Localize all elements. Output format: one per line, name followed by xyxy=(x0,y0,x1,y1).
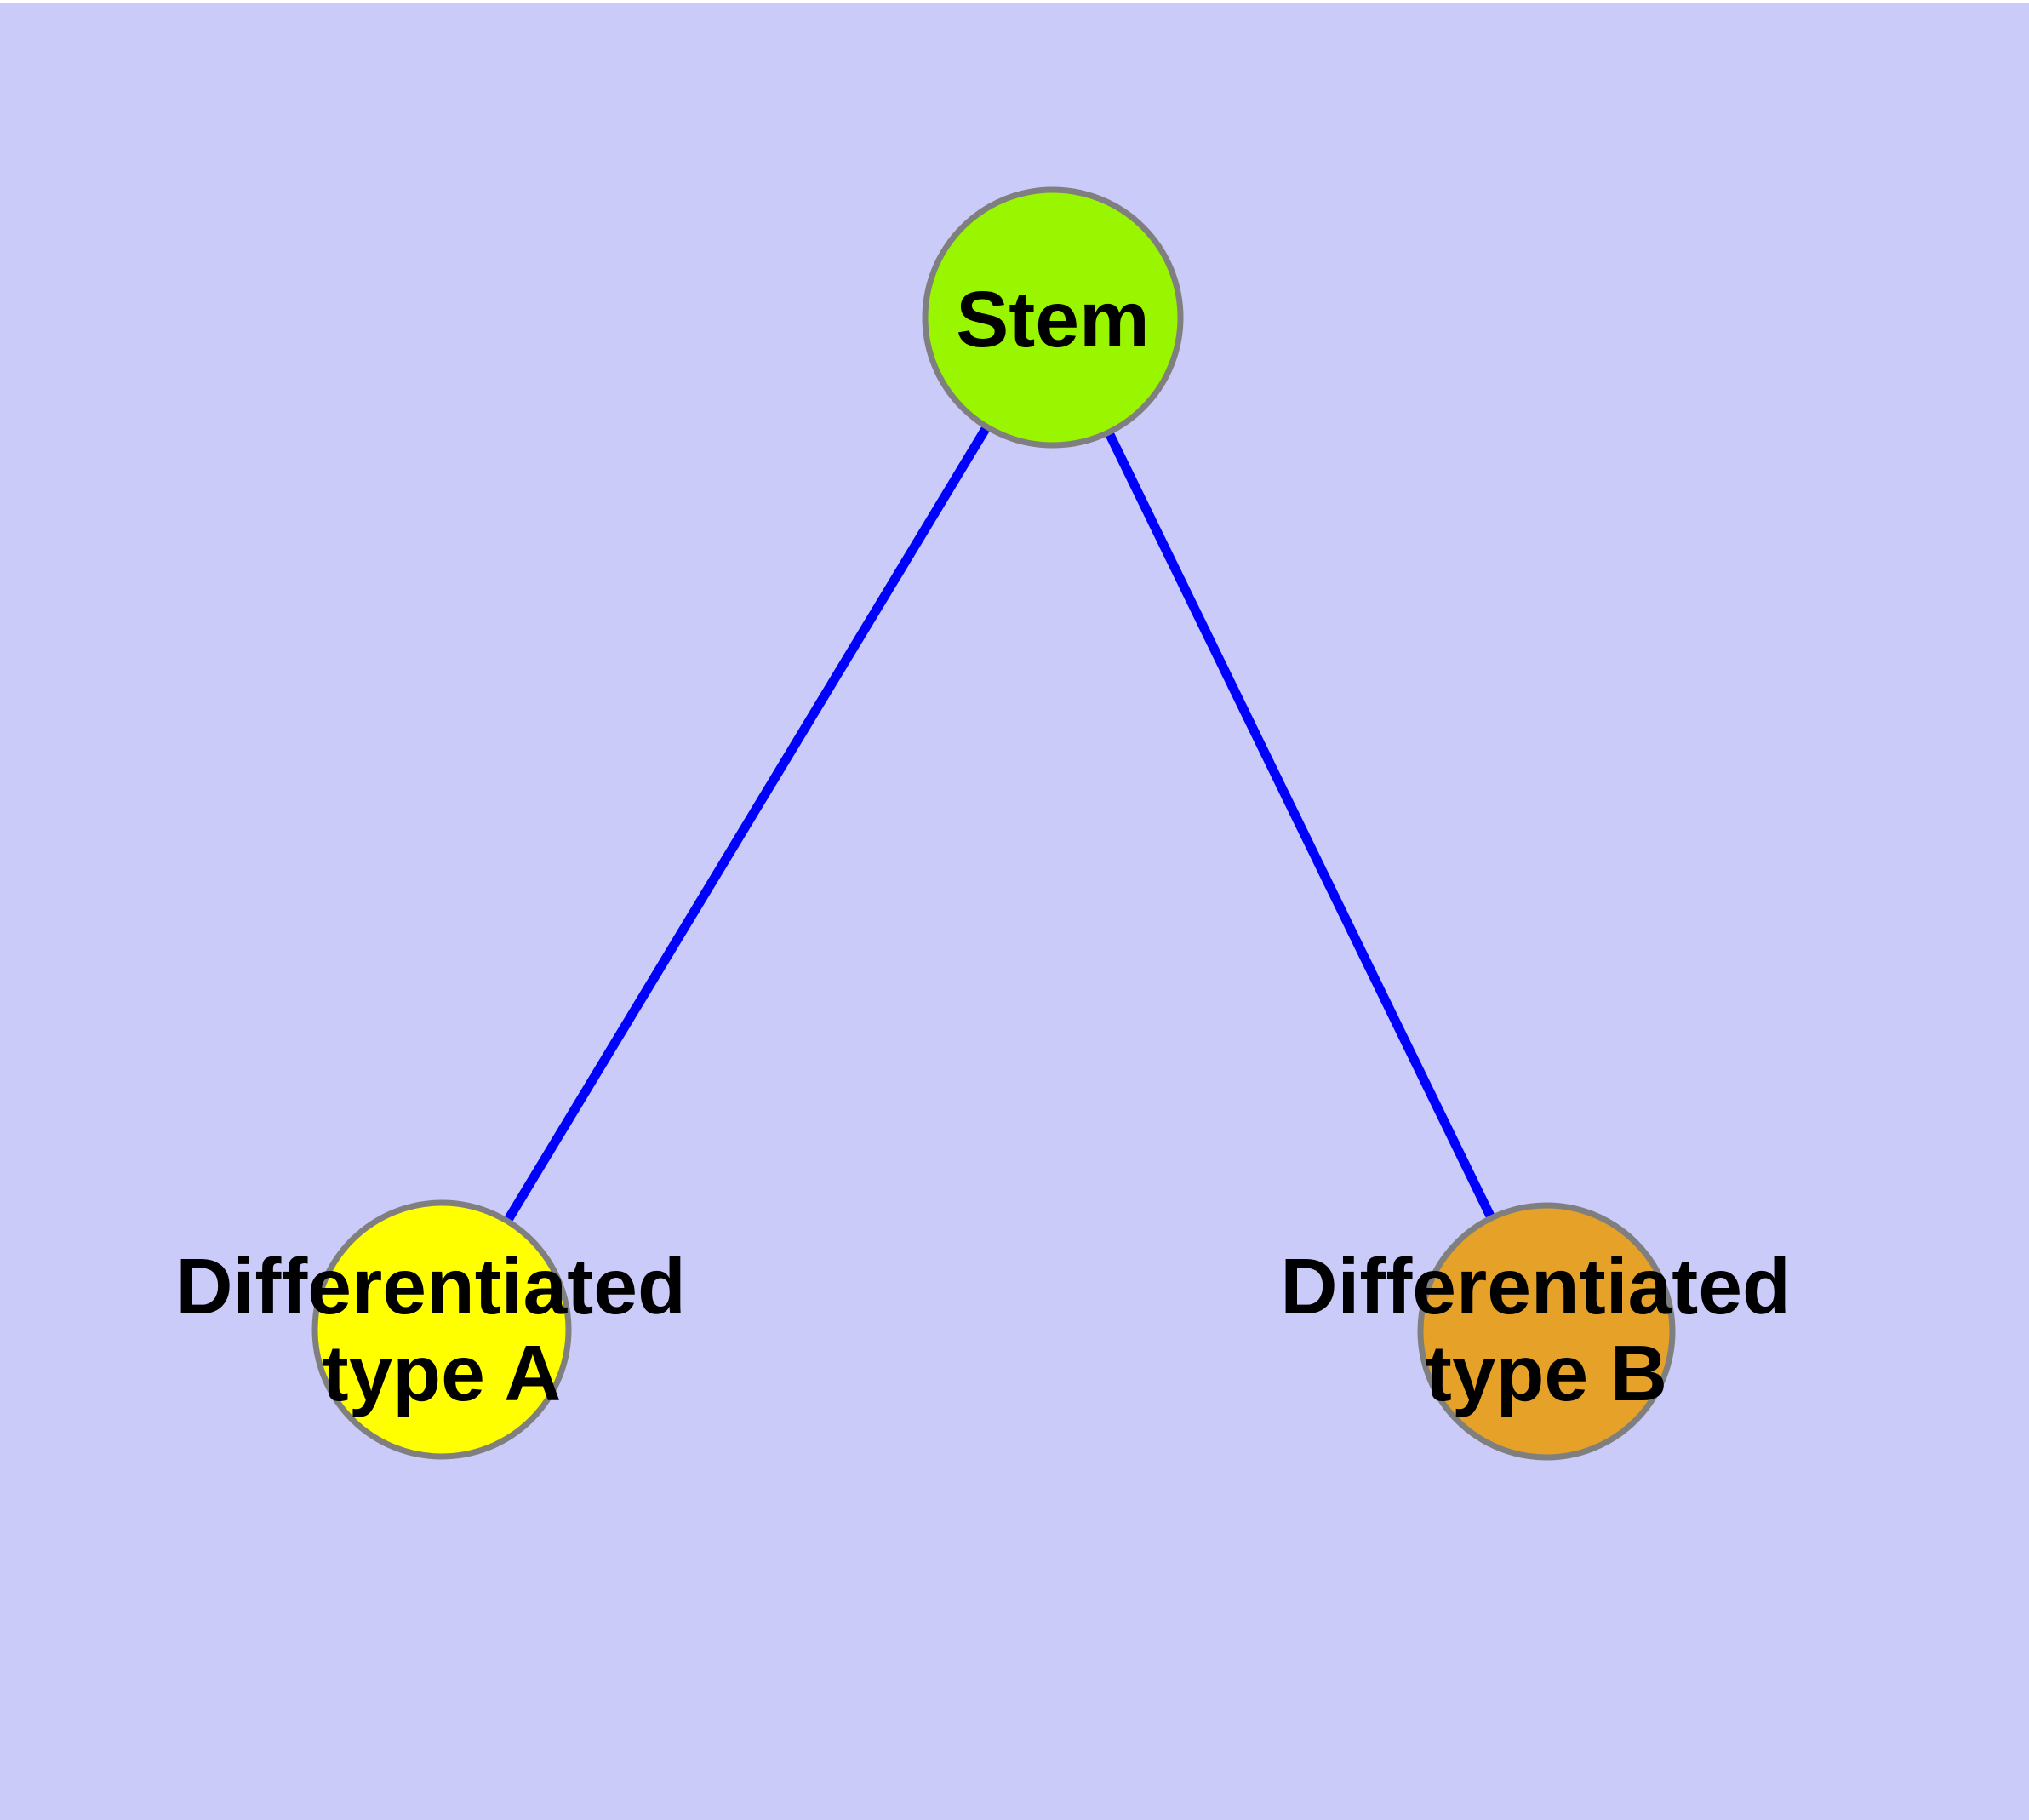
node-stem: Stem xyxy=(922,186,1184,449)
stem-node-label: Stem xyxy=(956,275,1149,363)
type-b-node-circle xyxy=(1417,1202,1676,1461)
type-a-label-line1: Differentiated xyxy=(175,1242,685,1331)
edge-stem-to-type-a xyxy=(437,315,1057,1332)
type-b-label-line1: Differentiated xyxy=(1280,1242,1790,1331)
type-b-node-label: Differentiated type B xyxy=(1280,1242,1812,1417)
type-a-node-circle xyxy=(311,1199,572,1460)
type-b-label-line2: type B xyxy=(1426,1329,1667,1417)
node-differentiated-type-a: Differentiated type A xyxy=(175,1199,707,1460)
type-a-label-line2: type A xyxy=(323,1329,562,1417)
stem-node-circle xyxy=(922,186,1184,449)
type-a-node-label: Differentiated type A xyxy=(175,1242,707,1417)
node-differentiated-type-b: Differentiated type B xyxy=(1280,1202,1812,1461)
edge-stem-to-type-b xyxy=(1049,315,1551,1334)
edge-layer xyxy=(437,315,1551,1334)
